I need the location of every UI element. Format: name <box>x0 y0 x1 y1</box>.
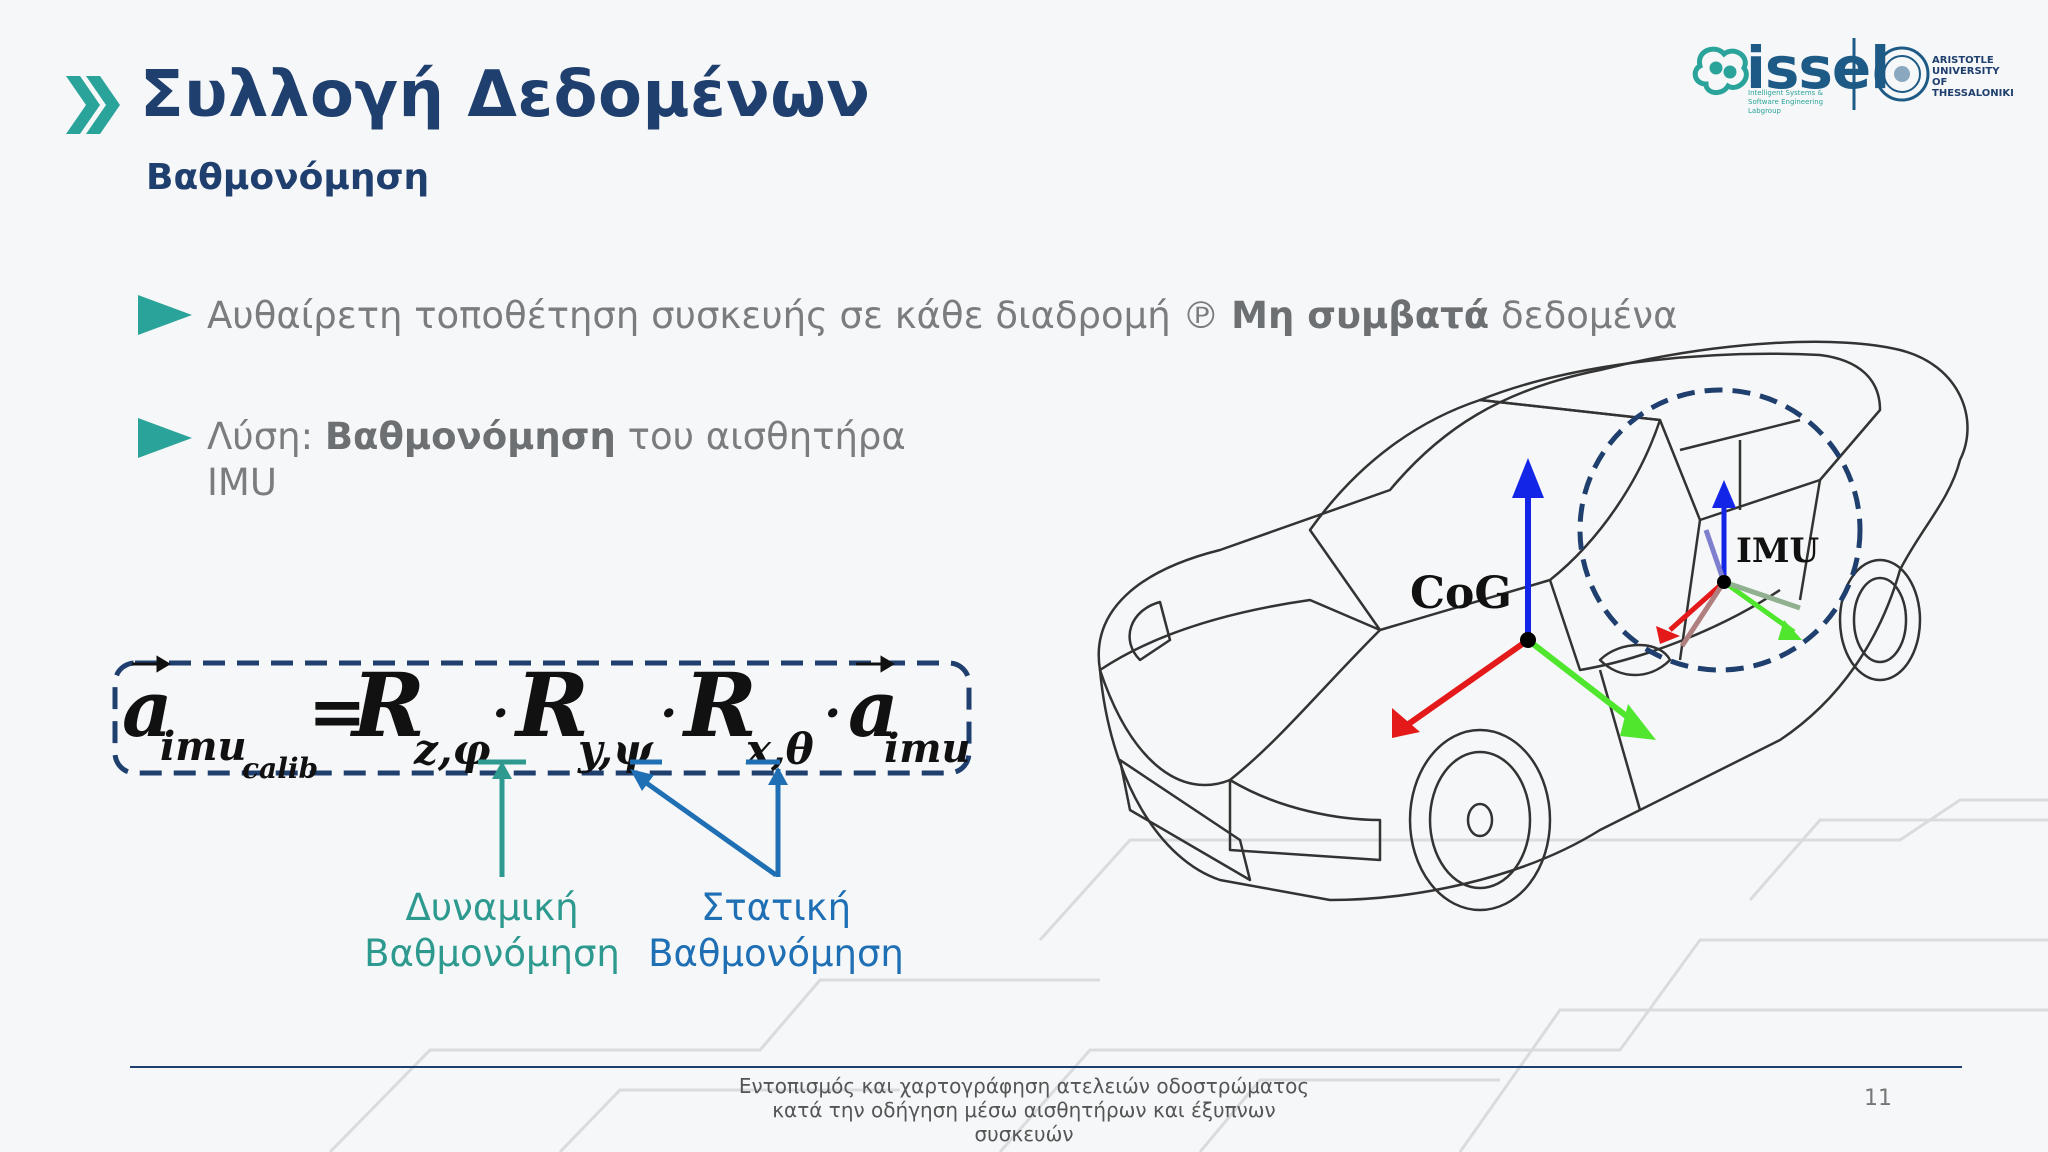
formula-equals: = <box>308 670 367 753</box>
bullet-2-text: Λύση: <box>207 415 325 458</box>
formula-a-right: a <box>848 664 899 755</box>
page-number: 11 <box>1864 1086 1892 1111</box>
imu-label: IMU <box>1736 531 1819 571</box>
calibration-formula: a imu calib = R z,φ · R y,ψ · R x,θ · a … <box>122 653 971 785</box>
annotation-static-line2: Βαθμονόμηση <box>648 932 904 975</box>
issel-logo <box>1692 38 1930 110</box>
bullet-2: Λύση: Βαθμονόμηση του αισθητήρα IMU <box>207 414 906 506</box>
double-chevron-icon <box>66 76 120 134</box>
annotation-arrows <box>478 759 788 878</box>
car-diagram: CoG IMU <box>1097 340 1969 912</box>
bullet-2-line2: IMU <box>207 461 277 504</box>
annotation-dynamic: Δυναμική Βαθμονόμηση <box>362 885 622 977</box>
formula-r-x: R <box>681 653 757 757</box>
footer-divider <box>130 1066 1962 1068</box>
page-title: Συλλογή Δεδομένων <box>140 58 871 132</box>
formula-r-z: R <box>349 653 425 757</box>
annotation-static: Στατική Βαθμονόμηση <box>646 885 906 977</box>
formula-imu-left: imu <box>160 723 247 770</box>
annotation-static-line1: Στατική <box>700 886 852 929</box>
bullet-1-bold: Μη συμβατά <box>1231 294 1490 337</box>
issel-tagline: Intelligent Systems & Software Engineeri… <box>1748 89 1824 115</box>
annotation-dynamic-line1: Δυναμική <box>405 886 579 929</box>
cog-label: CoG <box>1410 568 1512 619</box>
formula-r-y: R <box>513 653 589 757</box>
bullet-arrow-icon <box>138 295 192 335</box>
bullet-1-text: Αυθαίρετη τοποθέτηση συσκευής σε κάθε δι… <box>207 294 1232 337</box>
bullet-1: Αυθαίρετη τοποθέτηση συσκευής σε κάθε δι… <box>207 293 1677 339</box>
formula-dot-1: · <box>492 683 509 742</box>
bullet-2-bold: Βαθμονόμηση <box>324 415 616 458</box>
footer-text: Εντοπισμός και χαρτογράφηση ατελειών οδο… <box>738 1074 1310 1146</box>
issel-logo-text: issel <box>1746 34 1890 102</box>
formula-sub-x: x,θ <box>745 725 814 774</box>
formula-imu-right: imu <box>884 725 971 772</box>
formula-dot-2: · <box>660 683 677 742</box>
bullet-arrow-icon <box>138 418 192 458</box>
bullet-2-post: του αισθητήρα <box>615 415 906 458</box>
bullet-1-post: δεδομένα <box>1489 294 1678 337</box>
formula-sub-z: z,φ <box>413 725 490 774</box>
formula-sub-y: y,ψ <box>577 725 654 774</box>
annotation-dynamic-line2: Βαθμονόμηση <box>364 932 620 975</box>
formula-a-left: a <box>122 664 173 755</box>
page-subtitle: Βαθμονόμηση <box>146 157 430 198</box>
university-name: ARISTOTLE UNIVERSITY OF THESSALONIKI <box>1932 55 2014 99</box>
formula-dot-3: · <box>824 683 841 742</box>
formula-calib: calib <box>242 752 318 785</box>
